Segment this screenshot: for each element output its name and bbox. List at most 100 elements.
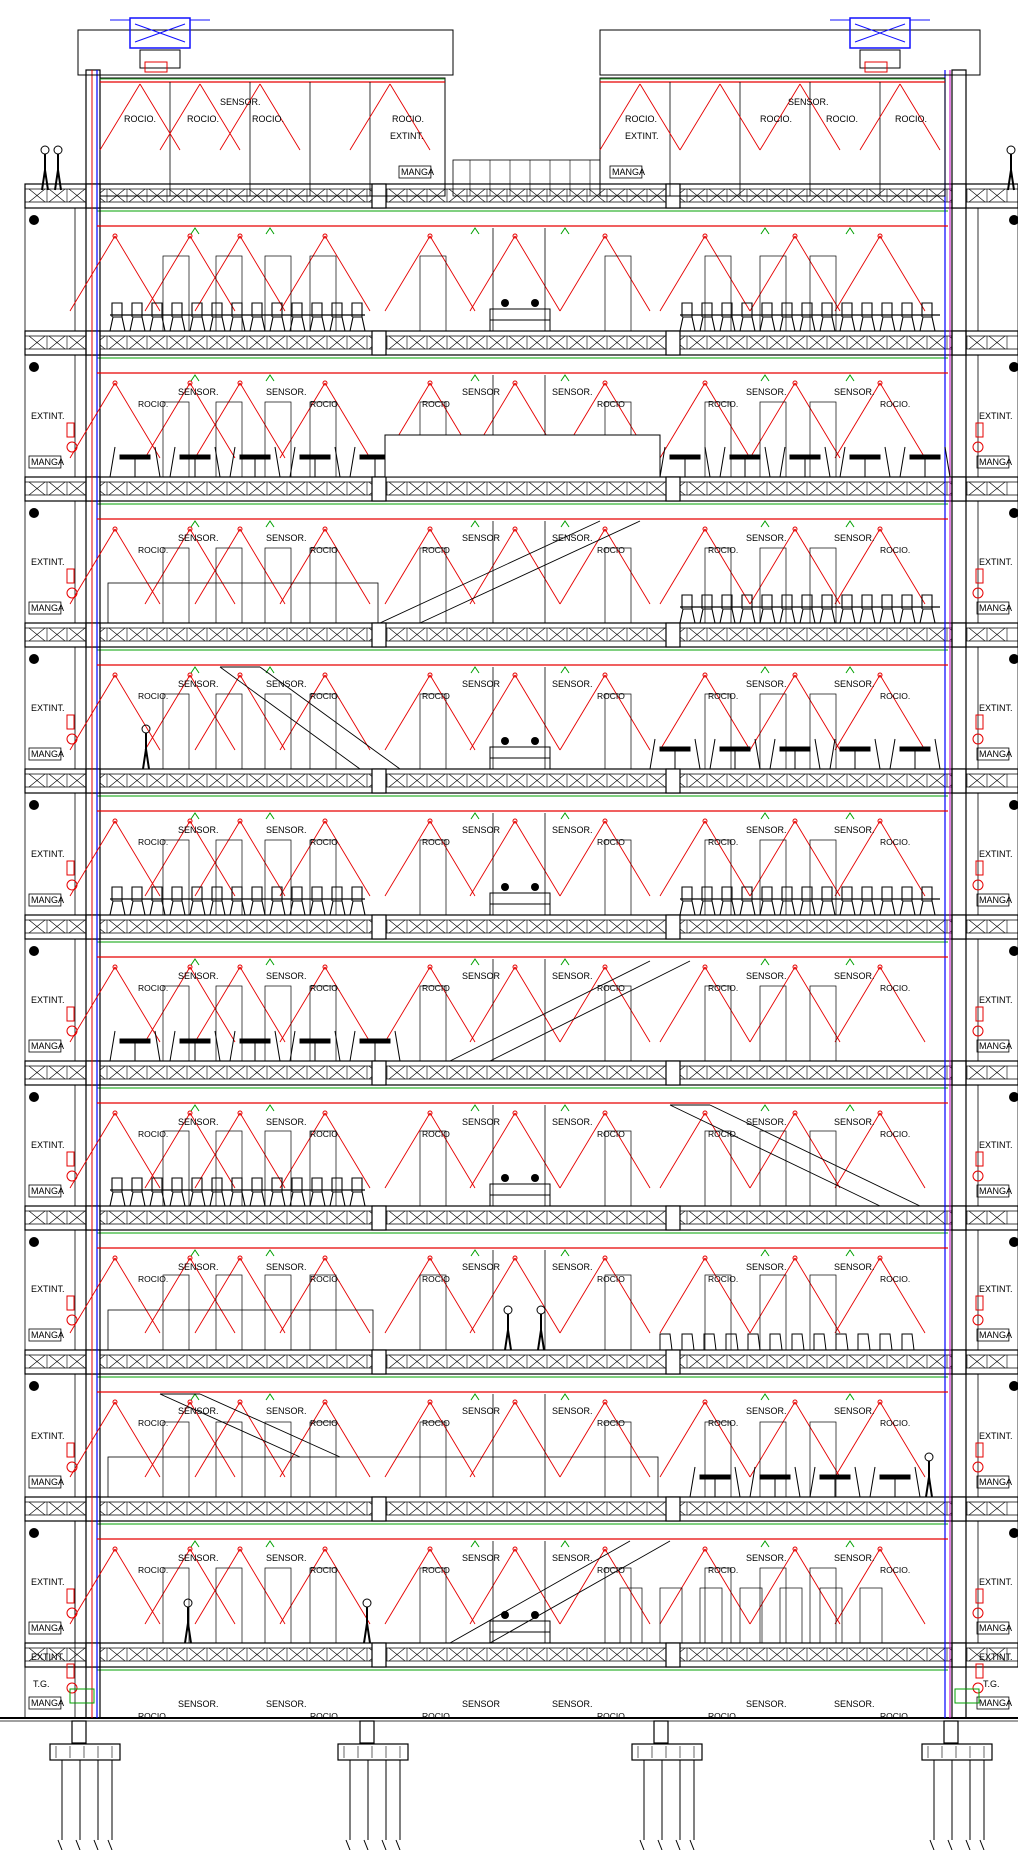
truss-diagonal: [328, 1210, 346, 1225]
spray-line: [794, 1257, 841, 1334]
sprinkler-head: [512, 1399, 518, 1405]
spray-line: [834, 1112, 881, 1189]
sensor-marker: [265, 666, 275, 674]
chair: [209, 886, 226, 916]
chair: [899, 594, 916, 624]
table-chairs: [809, 1466, 861, 1498]
truss-diagonal: [248, 1065, 266, 1080]
sprinkler-head: [602, 1399, 608, 1405]
hvac-fan: [854, 23, 906, 43]
truss-diagonal: [508, 1501, 526, 1516]
column-mid-left-cap: [371, 330, 387, 356]
label-sensor: SENSOR.: [178, 971, 219, 981]
door: [759, 1274, 787, 1351]
truss-diagonal: [308, 481, 326, 496]
truss-diagonal: [48, 773, 66, 788]
truss-diagonal: [388, 773, 406, 788]
auditorium-seat: [835, 1333, 849, 1351]
truss-diagonal: [148, 919, 166, 934]
sensor-marker: [190, 1249, 200, 1257]
column-left-cap: [85, 476, 101, 502]
chair: [879, 302, 896, 332]
spray-line: [469, 820, 516, 897]
spray-line: [324, 966, 371, 1043]
truss-diagonal: [248, 1210, 266, 1225]
panel: [739, 1587, 763, 1644]
pile-tip: [57, 1839, 63, 1850]
truss-diagonal: [728, 1065, 746, 1080]
label-sensor: SENSOR.: [178, 1553, 219, 1563]
truss-diagonal: [28, 188, 46, 203]
door: [809, 839, 837, 916]
spray-line: [194, 1257, 241, 1334]
truss-diagonal: [348, 773, 366, 788]
spray-line: [834, 235, 881, 312]
spray-line: [144, 1112, 191, 1189]
footing-3: [631, 1720, 703, 1850]
table-chairs: [899, 446, 951, 478]
truss-diagonal: [928, 481, 946, 496]
label-rocio: ROCIO.: [880, 1129, 910, 1139]
facade-panel-left: [24, 207, 76, 332]
spray-line: [194, 820, 241, 897]
spray-line: [469, 1401, 516, 1478]
label-rocio: ROCIO: [422, 837, 450, 847]
spray-line: [749, 820, 796, 897]
label-manga-right-box: [976, 1328, 1010, 1342]
spray-line: [189, 1112, 236, 1189]
spray-line: [194, 1401, 241, 1478]
table-chairs: [749, 1466, 801, 1498]
label-rocio: ROCIO.: [187, 114, 219, 124]
truss-diagonal: [328, 1065, 346, 1080]
sprinkler-head: [512, 1255, 518, 1261]
label-manga-left: MANGA: [31, 1330, 64, 1340]
truss-diagonal: [288, 1065, 306, 1080]
truss-diagonal: [768, 1501, 786, 1516]
spray-line: [834, 528, 881, 605]
spray-line: [604, 674, 651, 751]
spray-line: [704, 966, 751, 1043]
table-chairs: [109, 1030, 161, 1062]
floor-interior: [107, 1393, 934, 1498]
spray-line: [704, 674, 751, 751]
truss-diagonal: [188, 919, 206, 934]
chair: [109, 302, 126, 332]
pile-tip: [657, 1839, 663, 1850]
truss-diagonal: [928, 627, 946, 642]
truss-diagonal: [628, 1210, 646, 1225]
spray-line: [719, 83, 761, 151]
door: [759, 255, 787, 332]
extinguisher-right: [975, 1295, 984, 1311]
spray-line: [794, 528, 841, 605]
truss-diagonal: [488, 1501, 506, 1516]
spray-line: [659, 1548, 706, 1625]
sensor-marker: [560, 227, 570, 235]
label-sensor: SENSOR.: [178, 533, 219, 543]
pile-tip: [929, 1839, 935, 1850]
truss-diagonal: [68, 481, 86, 496]
truss-diagonal: [188, 335, 206, 350]
round-table: [179, 454, 211, 460]
hose-reel-right: [972, 441, 984, 453]
spray-line: [429, 1401, 476, 1478]
door: [162, 547, 190, 624]
label-manga-left-box: [28, 1184, 62, 1198]
round-table: [899, 746, 931, 752]
truss-diagonal: [488, 1210, 506, 1225]
truss-diagonal: [348, 1354, 366, 1369]
truss-diagonal: [308, 1354, 326, 1369]
label-rocio: ROCIO: [597, 399, 625, 409]
door: [604, 839, 632, 916]
door: [162, 1274, 190, 1351]
sprinkler-head: [702, 1546, 708, 1552]
spray-line: [429, 820, 476, 897]
label-sensor: SENSOR.: [552, 1406, 593, 1416]
truss-diagonal: [108, 627, 126, 642]
truss-diagonal: [968, 627, 986, 642]
chair: [229, 1177, 246, 1207]
truss-diagonal: [348, 627, 366, 642]
column-mid-right-cap: [665, 622, 681, 648]
spray-line: [749, 382, 796, 459]
facade-panel-right: [977, 1229, 1018, 1351]
spray-line: [114, 528, 161, 605]
